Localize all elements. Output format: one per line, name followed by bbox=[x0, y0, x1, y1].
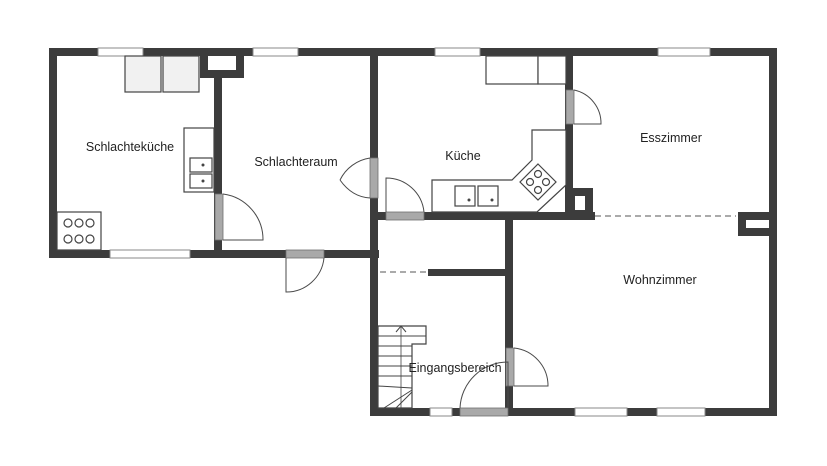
windows bbox=[97, 47, 711, 417]
room-label-eingangsbereich: Eingangsbereich bbox=[408, 361, 501, 375]
room-label-kueche: Küche bbox=[445, 149, 480, 163]
stove-icon bbox=[56, 211, 102, 251]
cabinet bbox=[485, 55, 539, 85]
kitchen-counter bbox=[431, 129, 567, 213]
cabinet bbox=[537, 55, 567, 85]
openings bbox=[380, 215, 736, 273]
room-label-schlachteraum: Schlachteraum bbox=[254, 155, 337, 169]
appliance bbox=[162, 55, 200, 93]
doors bbox=[214, 89, 602, 417]
walls bbox=[49, 48, 777, 416]
room-label-wohnzimmer: Wohnzimmer bbox=[623, 273, 696, 287]
appliance bbox=[124, 55, 162, 93]
room-labels: Schlachteküche Schlachteraum Küche Esszi… bbox=[86, 131, 702, 375]
room-label-schlachtekueche: Schlachteküche bbox=[86, 140, 174, 154]
room-label-esszimmer: Esszimmer bbox=[640, 131, 702, 145]
fixtures bbox=[56, 55, 567, 410]
cooktop-icon bbox=[519, 163, 557, 201]
stairs bbox=[377, 325, 427, 410]
